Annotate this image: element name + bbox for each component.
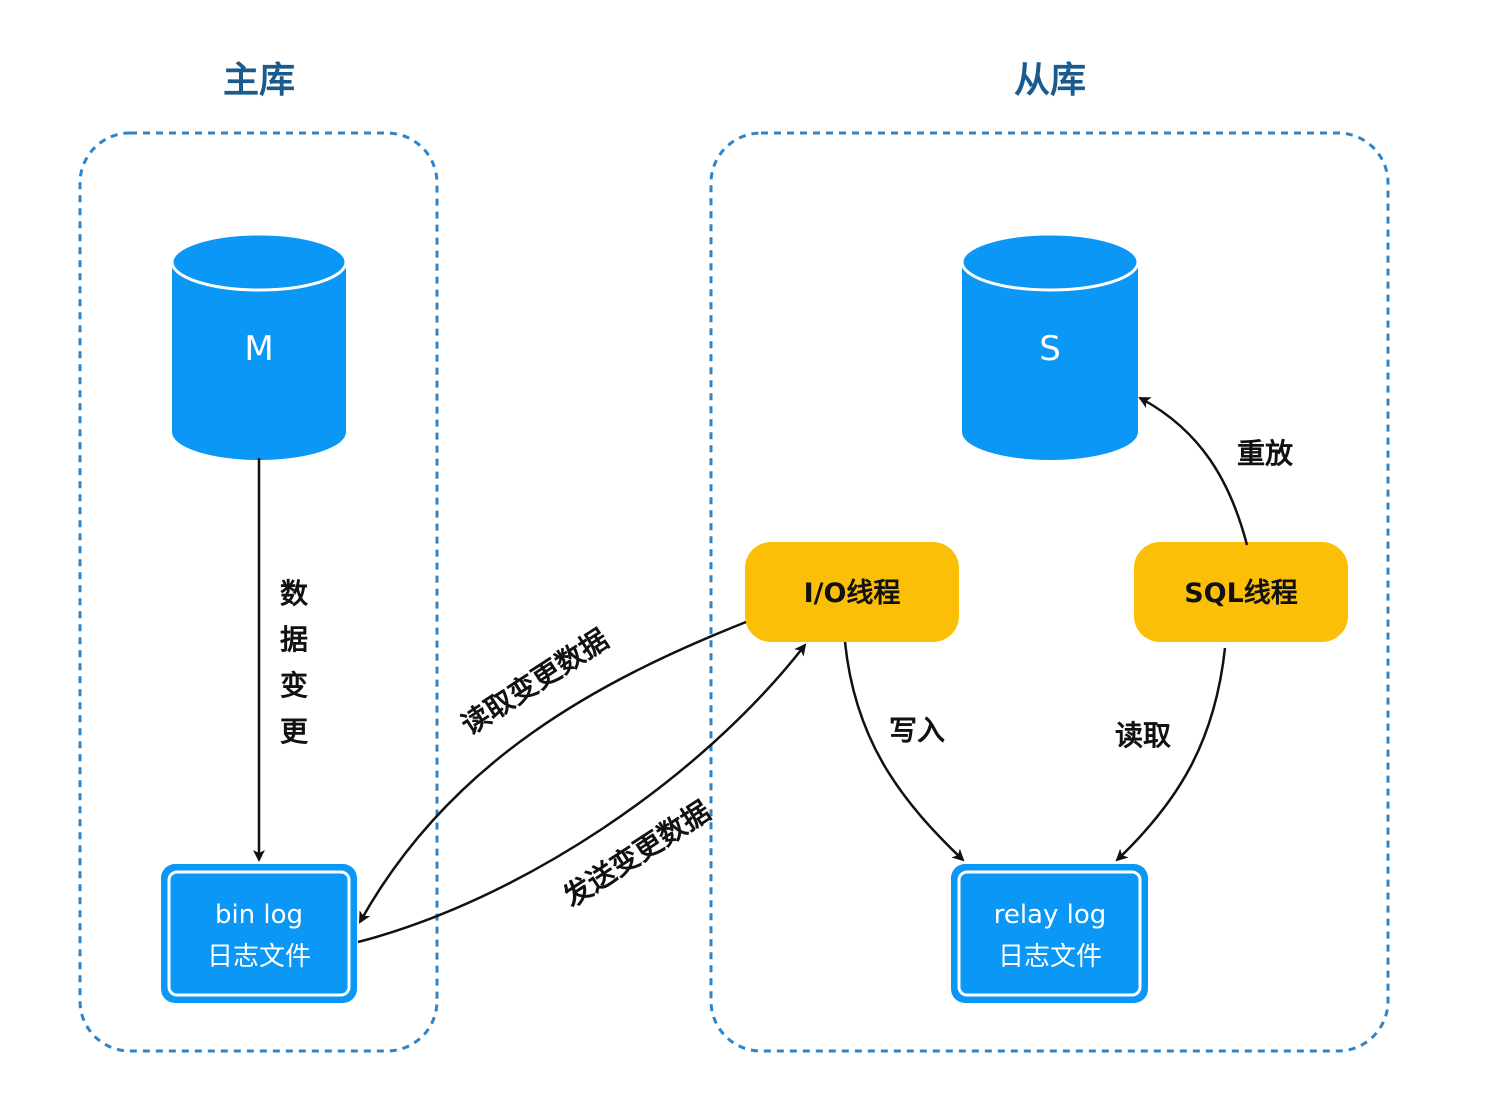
data-change-label: 数 据 变 更 xyxy=(280,577,309,748)
replay-label: 重放 xyxy=(1237,437,1294,470)
replay-arrow xyxy=(1138,396,1249,546)
read-arrow xyxy=(1115,647,1227,862)
io-thread-box[interactable]: I/O线程 xyxy=(745,542,959,642)
binlog-file-box[interactable]: bin log 日志文件 xyxy=(161,864,357,1003)
send-changes-arrow xyxy=(357,643,807,944)
slave-group-title: 从库 xyxy=(1014,60,1086,101)
master-group-container xyxy=(78,131,439,1053)
binlog-label-line1: bin log xyxy=(215,900,303,930)
sql-thread-label: SQL线程 xyxy=(1184,578,1298,609)
read-changes-label: 读取变更数据 xyxy=(455,622,614,741)
send-changes-label: 发送变更数据 xyxy=(557,794,717,914)
master-group-title: 主库 xyxy=(223,60,295,101)
master-database-icon[interactable]: M xyxy=(170,232,348,460)
slave-database-label: S xyxy=(1039,329,1061,369)
data-change-char: 更 xyxy=(280,715,309,748)
data-change-char: 据 xyxy=(280,623,308,656)
binlog-label-line2: 日志文件 xyxy=(207,942,311,972)
write-label: 写入 xyxy=(889,714,945,747)
write-arrow xyxy=(843,641,965,862)
data-change-char: 数 xyxy=(280,577,309,610)
relaylog-label-line2: 日志文件 xyxy=(998,942,1102,972)
master-database-label: M xyxy=(244,329,273,369)
relaylog-file-box[interactable]: relay log 日志文件 xyxy=(951,864,1148,1003)
io-thread-label: I/O线程 xyxy=(804,578,901,609)
slave-group-container xyxy=(709,131,1390,1053)
read-changes-arrow xyxy=(358,620,747,924)
read-label: 读取 xyxy=(1115,719,1171,752)
slave-database-icon[interactable]: S xyxy=(960,232,1140,460)
data-change-char: 变 xyxy=(280,669,308,702)
sql-thread-box[interactable]: SQL线程 xyxy=(1134,542,1348,642)
relaylog-label-line1: relay log xyxy=(994,900,1107,930)
